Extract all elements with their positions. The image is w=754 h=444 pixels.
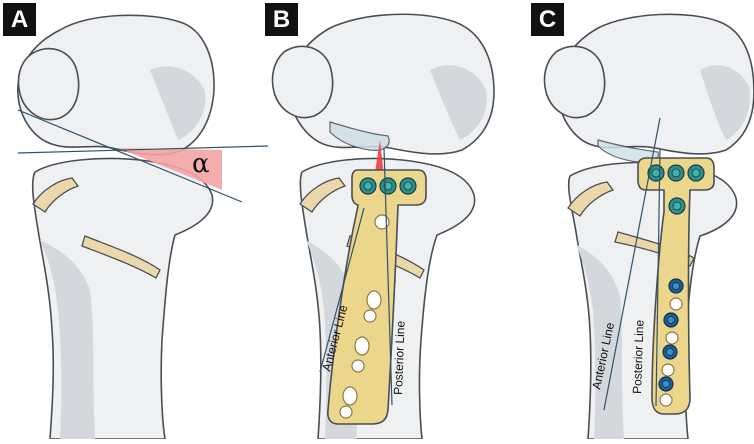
- plate-hole-b-3: [363, 309, 377, 323]
- posterior-line-b: [383, 147, 393, 406]
- anterior-line-c: [603, 117, 661, 411]
- patella-c: [543, 45, 606, 119]
- plate-hole-b-7: [339, 405, 353, 419]
- screw-b-1-head: [363, 181, 373, 191]
- tibia-c-cartilage-top: [567, 181, 615, 217]
- panel-c: Anterior Line Posterior Line: [543, 13, 754, 440]
- screw-c-5-head: [672, 282, 680, 290]
- plate-hole-b-4: [354, 336, 370, 356]
- screw-c-8-head: [662, 380, 670, 388]
- femur-b-shadow: [430, 65, 487, 140]
- anterior-line-b: [319, 207, 365, 373]
- screw-c-6-head: [667, 316, 675, 324]
- screw-b-3-head: [403, 181, 413, 191]
- posterior-line-label-c: Posterior Line: [630, 319, 647, 394]
- posterior-line-c: [655, 149, 661, 407]
- plate-hole-b-2: [366, 290, 382, 310]
- panel-b: Anterior Line Posterior Line: [271, 13, 495, 440]
- screw-c-2-head: [671, 168, 681, 178]
- plate-hole-c-2: [665, 331, 679, 345]
- tibial-plateau-line-a: [17, 145, 269, 154]
- plate-hole-b-5: [351, 359, 365, 373]
- panel-label-b: B: [265, 3, 298, 36]
- screw-b-2-head: [383, 181, 393, 191]
- alpha-angle-wedge: [118, 148, 222, 190]
- alpha-label: α: [192, 149, 210, 179]
- slope-line-a: [17, 109, 243, 203]
- tibia-c-shadow: [576, 244, 624, 439]
- tibia-a-cartilage-top: [32, 177, 80, 213]
- plate-hole-c-1: [669, 297, 683, 311]
- tibia-b-cartilage-top: [299, 177, 347, 213]
- screw-c-1-head: [651, 168, 661, 178]
- plate-hole-c-3: [661, 363, 675, 377]
- femur-a-shadow: [150, 66, 206, 140]
- tibia-a-shadow: [40, 240, 95, 439]
- plate-hole-b-6: [342, 386, 358, 406]
- plate-hole-b-1: [374, 214, 390, 230]
- plate-hole-c-4: [659, 393, 673, 407]
- tibia-a-cartilage-slope: [81, 235, 161, 279]
- panel-label-c: C: [531, 3, 564, 36]
- patella-b: [271, 45, 334, 119]
- screw-c-7-head: [666, 348, 674, 356]
- patella-a: [17, 47, 80, 121]
- screw-c-4-head: [672, 201, 682, 211]
- femur-c-shadow: [700, 65, 751, 140]
- screw-c-3-head: [691, 168, 701, 178]
- panel-a: α: [17, 14, 269, 440]
- posterior-line-label-b: Posterior Line: [391, 320, 408, 395]
- meniscus-b: [329, 121, 390, 151]
- panel-label-a: A: [3, 3, 36, 36]
